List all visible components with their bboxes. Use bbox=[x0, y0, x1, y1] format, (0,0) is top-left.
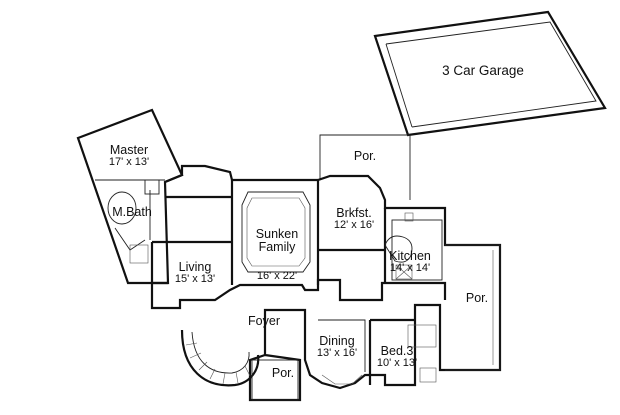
porch-bottom-outline bbox=[251, 359, 299, 401]
room-name: Foyer bbox=[248, 314, 280, 328]
house-walls bbox=[150, 164, 502, 402]
garage-walls bbox=[373, 10, 607, 137]
room-dimensions: 16' x 22' bbox=[256, 269, 298, 282]
room-dimensions: 14' x 14' bbox=[389, 262, 431, 275]
bed3-details bbox=[407, 324, 437, 383]
room-dimensions: 17' x 13' bbox=[108, 156, 150, 169]
room-name: Por. bbox=[353, 149, 377, 163]
room-label-family: Sunken Family 16' x 22' bbox=[256, 211, 298, 299]
kitchen-details bbox=[384, 212, 443, 281]
room-label-master: Master 17' x 13' bbox=[108, 143, 150, 169]
room-name: M.Bath bbox=[112, 205, 152, 219]
room-label-porch-right: Por. bbox=[465, 291, 489, 305]
room-label-garage: 3 Car Garage bbox=[442, 63, 524, 78]
room-label-living: Living 15' x 13' bbox=[174, 260, 216, 286]
room-name: Bed.3 bbox=[380, 344, 414, 358]
family-room-details bbox=[241, 191, 311, 273]
room-label-porch-top: Por. bbox=[353, 149, 377, 163]
room-name: Sunken Family bbox=[255, 226, 299, 254]
room-label-foyer: Foyer bbox=[248, 314, 280, 328]
room-name: Por. bbox=[271, 366, 295, 380]
porch-right-outline bbox=[445, 244, 501, 371]
room-name: Master bbox=[109, 143, 149, 157]
room-name: Por. bbox=[465, 291, 489, 305]
room-dimensions: 12' x 16' bbox=[333, 219, 375, 232]
room-label-dining: Dining 13' x 16' bbox=[316, 334, 358, 360]
room-label-breakfast: Brkfst. 12' x 16' bbox=[333, 206, 375, 232]
room-dimensions: 15' x 13' bbox=[174, 273, 216, 286]
room-label-kitchen: Kitchen 14' x 14' bbox=[389, 249, 431, 275]
room-name: Brkfst. bbox=[336, 206, 372, 220]
room-name: 3 Car Garage bbox=[442, 63, 524, 78]
room-name: Dining bbox=[319, 334, 355, 348]
room-label-porch-bottom: Por. bbox=[271, 366, 295, 380]
room-label-bed3: Bed.3 10' x 13' bbox=[376, 344, 418, 370]
room-name: Kitchen bbox=[389, 249, 431, 263]
room-dimensions: 10' x 13' bbox=[376, 357, 418, 370]
porch-top-outline bbox=[319, 134, 411, 200]
room-name: Living bbox=[178, 260, 212, 274]
spiral-stair bbox=[180, 329, 260, 387]
dining-details bbox=[318, 319, 366, 385]
room-label-master-bath: M.Bath bbox=[112, 205, 152, 219]
room-dimensions: 13' x 16' bbox=[316, 347, 358, 360]
